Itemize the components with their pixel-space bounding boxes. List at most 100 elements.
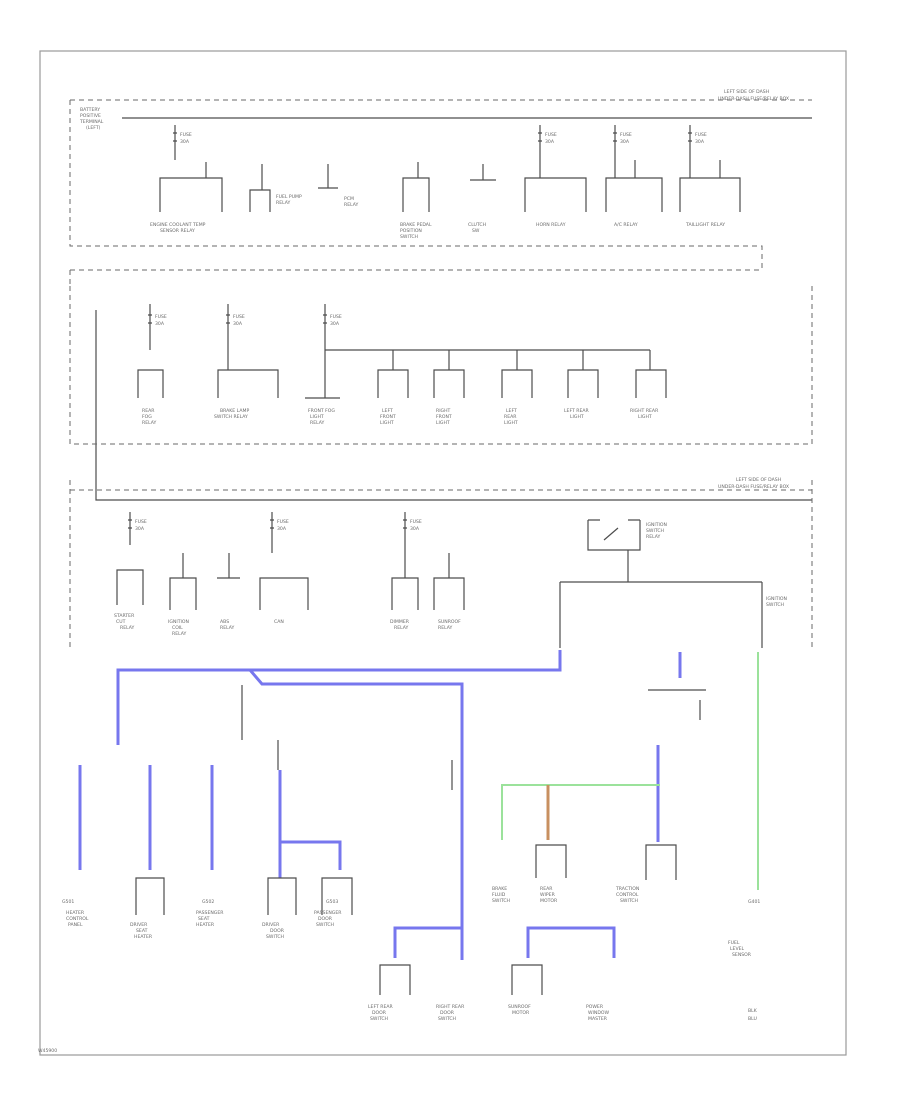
- row2-label-4-2: LIGHT: [436, 420, 450, 426]
- ground-label-0: G501: [62, 899, 74, 905]
- bottom-label-1-0: DRIVER: [130, 922, 148, 928]
- bottom-label-0-0: HEATER: [66, 910, 85, 916]
- row2-components: [137, 350, 667, 399]
- bottom-label-12-0: REAR: [540, 886, 553, 892]
- ignition-label-1: SWITCH: [766, 602, 784, 608]
- row1-label-7-0: TAILLIGHT RELAY: [685, 222, 725, 228]
- row2-fuse-label-5: FUSE: [330, 314, 342, 320]
- row1-fuses: FUSE 30A FUSE 30A FUSE 30A FUSE 30A: [173, 125, 707, 160]
- legend: BLK BLU: [748, 1008, 758, 1022]
- row2-fuse-label-2: 30A: [155, 321, 165, 327]
- bottom-labels: HEATER CONTROL PANEL DRIVER SEAT HEATER …: [66, 886, 752, 1022]
- row2-label-2-2: RELAY: [310, 420, 325, 426]
- header-mid-line1: LEFT SIDE OF DASH: [736, 477, 781, 483]
- row3-label-3-0: CAN: [274, 619, 284, 625]
- row1-label-3-0: BRAKE PEDAL: [400, 222, 432, 228]
- row3-label-4-1: RELAY: [394, 625, 409, 631]
- row2-fuse-label-1: FUSE: [155, 314, 167, 320]
- battery-label-0: BATTERY: [80, 107, 100, 113]
- ground-label-1: G502: [202, 899, 214, 905]
- row3-label-1-0: IGNITION: [168, 619, 189, 625]
- bottom-label-10-1: CONTROL: [616, 892, 639, 898]
- row1-fuse-label-4: 30A: [545, 139, 555, 145]
- battery-label: BATTERY POSITIVE TERMINAL (LEFT): [79, 107, 104, 131]
- row1-label-3-2: SWITCH: [400, 234, 418, 240]
- battery-label-3: (LEFT): [86, 125, 101, 131]
- battery-label-2: TERMINAL: [79, 119, 104, 125]
- row2-label-1-0: BRAKE LAMP: [220, 408, 249, 414]
- bottom-label-2-0: PASSENGER: [196, 910, 224, 916]
- row2-label-0-2: RELAY: [142, 420, 157, 426]
- bottom-label-9-0: BRAKE: [492, 886, 507, 892]
- diagram-code: W45900: [38, 1048, 57, 1054]
- bottom-label-7-0: SUNROOF: [508, 1004, 531, 1010]
- row3-label-5-1: RELAY: [438, 625, 453, 631]
- row2-label-2-1: LIGHT: [310, 414, 324, 420]
- row1-label-1-0: FUEL PUMP: [276, 194, 302, 200]
- bottom-label-8-1: WINDOW: [588, 1010, 609, 1016]
- row1-fuse-label-7: FUSE: [695, 132, 707, 138]
- bottom-label-11-2: SENSOR: [732, 952, 752, 958]
- row1-label-2-0: PCM: [344, 196, 354, 202]
- ignition-label-0: IGNITION: [766, 596, 787, 602]
- bottom-label-2-1: SEAT: [198, 916, 210, 922]
- row3-fuse-label-3: FUSE: [277, 519, 289, 525]
- bottom-label-12-1: WIPER: [540, 892, 556, 898]
- relay-label-2: RELAY: [646, 534, 661, 540]
- bottom-label-2-2: HEATER: [196, 922, 215, 928]
- bottom-label-6-1: DOOR: [440, 1010, 455, 1016]
- main-feed: [95, 310, 812, 501]
- row2-label-4-0: RIGHT: [436, 408, 451, 414]
- row1-labels: ENGINE COOLANT TEMP SENSOR RELAY FUEL PU…: [150, 194, 725, 240]
- row1-components: [159, 160, 741, 212]
- bottom-label-9-1: FLUID: [492, 892, 506, 898]
- row3-label-1-2: RELAY: [172, 631, 187, 637]
- row3-label-0-2: RELAY: [120, 625, 135, 631]
- row2-fuse-label-4: 30A: [233, 321, 243, 327]
- row3-fuse-label-5: FUSE: [410, 519, 422, 525]
- row2-label-5-0: LEFT: [506, 408, 517, 414]
- row1-label-4-1: SW: [472, 228, 480, 234]
- row2-label-6-1: LIGHT: [570, 414, 584, 420]
- bottom-components: [135, 844, 677, 995]
- bottom-label-5-0: LEFT REAR: [368, 1004, 394, 1010]
- relay-label-0: IGNITION: [646, 522, 667, 528]
- legend-item-0: BLK: [748, 1008, 758, 1014]
- row2-label-7-1: LIGHT: [638, 414, 652, 420]
- row3-fuse-label-1: FUSE: [135, 519, 147, 525]
- row3-label-5-0: SUNROOF: [438, 619, 461, 625]
- row2-label-2-0: FRONT FOG: [308, 408, 335, 414]
- battery-label-1: POSITIVE: [80, 113, 101, 119]
- row3-label-1-1: COIL: [172, 625, 183, 631]
- row2-label-3-2: LIGHT: [380, 420, 394, 426]
- fuse-box-mid-outline: [69, 286, 813, 650]
- row2-label-7-0: RIGHT REAR: [630, 408, 659, 414]
- bottom-label-0-1: CONTROL: [66, 916, 89, 922]
- bottom-label-0-2: PANEL: [68, 922, 83, 928]
- lower-wiring: [78, 650, 759, 960]
- row1-fuse-label-1: FUSE: [180, 132, 192, 138]
- row3-label-0-1: CUT: [116, 619, 126, 625]
- bottom-label-12-2: MOTOR: [540, 898, 558, 904]
- row2-fuse-label-3: FUSE: [233, 314, 245, 320]
- legend-item-1: BLU: [748, 1016, 757, 1022]
- row3-label-2-0: ABS: [220, 619, 229, 625]
- bottom-label-8-0: POWER: [586, 1004, 604, 1010]
- bottom-label-4-2: SWITCH: [316, 922, 334, 928]
- row3-components: [116, 519, 763, 648]
- bottom-label-7-1: MOTOR: [512, 1010, 530, 1016]
- header-mid: LEFT SIDE OF DASH UNDER-DASH FUSE/RELAY …: [718, 477, 789, 490]
- row2-label-1-1: SWITCH RELAY: [214, 414, 248, 420]
- ground-labels: G501 G502 G503 G401: [62, 899, 760, 905]
- row1-label-2-1: RELAY: [344, 202, 359, 208]
- row3-fuse-label-4: 30A: [277, 526, 287, 532]
- row1-label-1-1: RELAY: [276, 200, 291, 206]
- row3-label-2-1: RELAY: [220, 625, 235, 631]
- row2-label-0-0: REAR: [142, 408, 155, 414]
- bottom-label-1-2: HEATER: [134, 934, 153, 940]
- bottom-label-10-2: SWITCH: [620, 898, 638, 904]
- row3-fuse-label-2: 30A: [135, 526, 145, 532]
- row1-label-3-1: POSITION: [400, 228, 422, 234]
- header-top-line2: UNDER-DASH FUSE/RELAY BOX: [718, 96, 789, 102]
- bottom-label-11-1: LEVEL: [730, 946, 745, 952]
